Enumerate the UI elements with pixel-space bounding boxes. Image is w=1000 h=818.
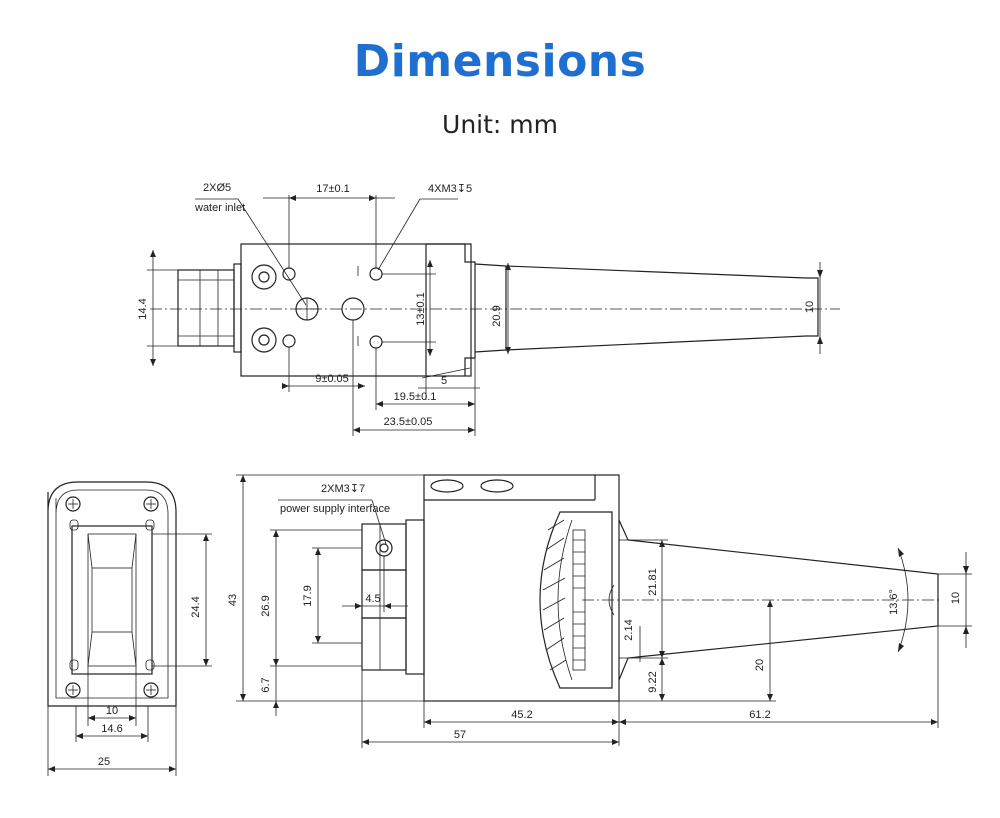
dim-10-top: 10: [804, 301, 816, 313]
power-label: power supply interface: [280, 503, 390, 515]
dim-2-14: 2.14: [623, 619, 635, 640]
dim-6-7: 6.7: [260, 677, 272, 692]
end-view: 24.4 10 14.6 25: [47, 481, 212, 776]
dim-43: 43: [227, 594, 239, 606]
dim-13: 13±0.1: [415, 292, 427, 326]
side-view: 2XM3↧7 power supply interface 43 26.9 17…: [227, 474, 972, 748]
thread-2x: 2XM3↧7: [321, 483, 365, 495]
page-title: Dimensions: [353, 36, 647, 87]
water-inlet-label: water inlet: [194, 202, 245, 214]
dim-23-5: 23.5±0.05: [384, 416, 433, 428]
dim-9-22: 9.22: [647, 671, 659, 692]
dim-13-6: 13.6°: [888, 589, 900, 615]
dim-61-2: 61.2: [749, 709, 770, 721]
dim-17-9: 17.9: [302, 585, 314, 606]
dim-5: 5: [441, 375, 447, 387]
dim-4-5: 4.5: [365, 593, 380, 605]
dim-57: 57: [454, 729, 466, 741]
dim-17: 17±0.1: [316, 183, 350, 195]
dim-24-4: 24.4: [190, 596, 202, 617]
dim-25: 25: [98, 756, 110, 768]
dim-10-end: 10: [106, 705, 118, 717]
top-view: 14.4 17±0.1 2XØ5 water inlet 4XM3↧5 13±0…: [137, 182, 840, 436]
dim-14-4: 14.4: [137, 298, 149, 319]
thread-4x: 4XM3↧5: [428, 183, 472, 195]
dim-45-2: 45.2: [511, 709, 532, 721]
dim-10-side: 10: [950, 592, 962, 604]
unit-subtitle: Unit: mm: [442, 110, 558, 139]
dim-21-81: 21.81: [647, 568, 659, 596]
dim-14-6: 14.6: [101, 723, 122, 735]
water-inlet-count: 2XØ5: [203, 182, 231, 194]
dim-20: 20: [754, 659, 766, 671]
dim-19-5: 19.5±0.1: [394, 391, 437, 403]
dim-9: 9±0.05: [315, 373, 349, 385]
dim-26-9: 26.9: [260, 595, 272, 616]
dim-20-9: 20.9: [491, 305, 503, 326]
